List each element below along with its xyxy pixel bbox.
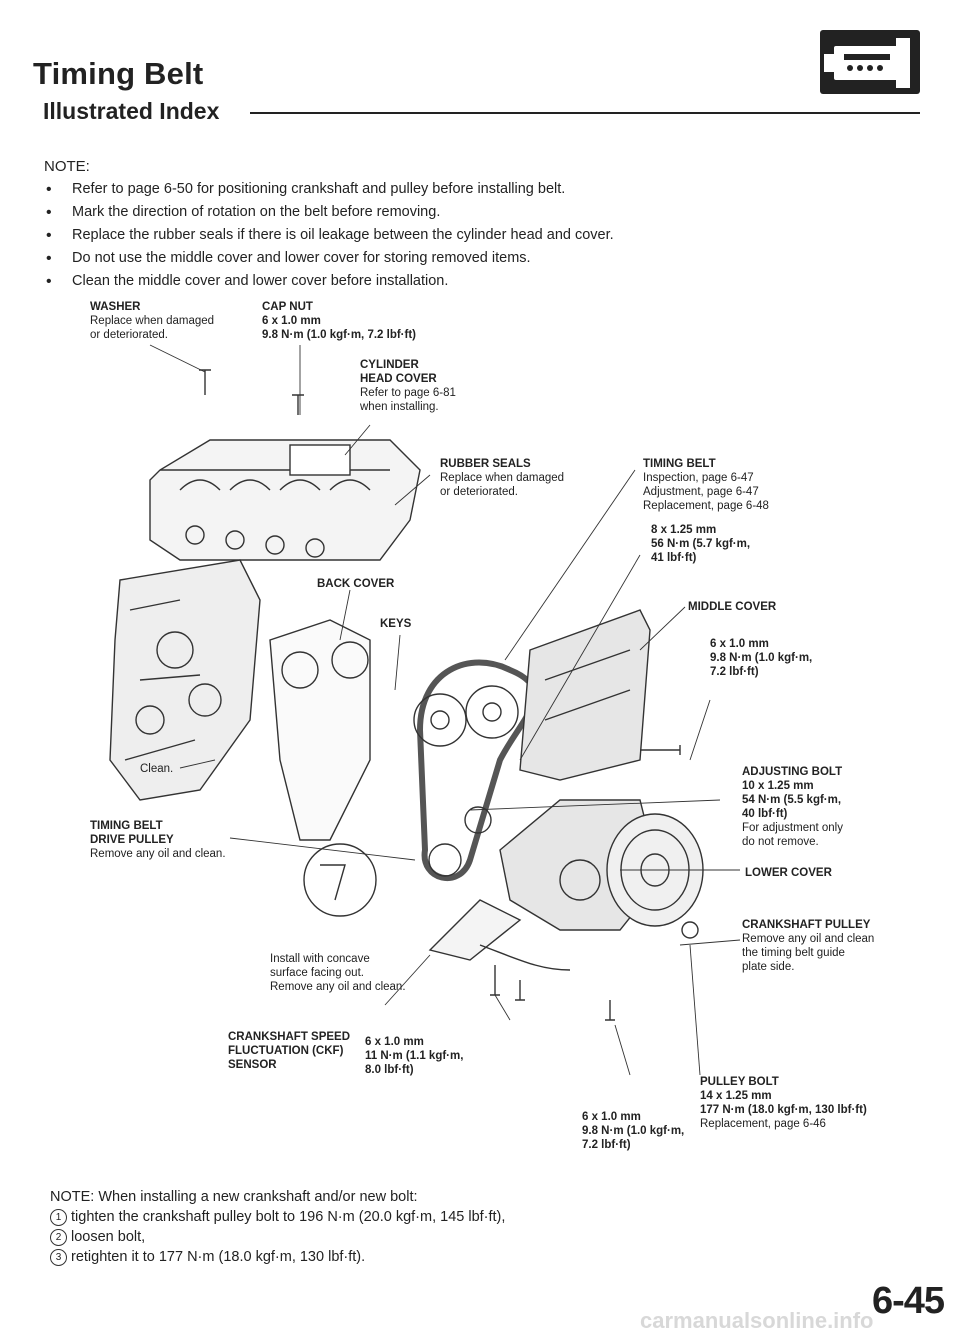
rubber-seals-label: RUBBER SEALS Replace when damaged or det…	[440, 458, 565, 498]
exploded-diagram	[109, 344, 741, 1076]
step-number-icon: 3	[50, 1249, 67, 1266]
bolt-6mm-middle-label: 6 x 1.0 mm 9.8 N·m (1.0 kgf·m, 7.2 lbf·f…	[710, 638, 813, 678]
watermark: carmanualsonline.info	[640, 1308, 874, 1333]
crankshaft-pulley-label: CRANKSHAFT PULLEY Remove any oil and cle…	[742, 919, 875, 973]
step-number-icon: 2	[50, 1229, 67, 1246]
note-item: Mark the direction of rotation on the be…	[44, 201, 614, 224]
drive-pulley-label: TIMING BELT DRIVE PULLEY Remove any oil …	[90, 820, 226, 860]
bolt-6mm-sensor-label: 6 x 1.0 mm 11 N·m (1.1 kgf·m, 8.0 lbf·ft…	[365, 1036, 464, 1076]
washer-label: WASHER Replace when damaged or deteriora…	[90, 301, 215, 341]
bottom-note-heading: NOTE: When installing a new crankshaft a…	[50, 1189, 418, 1205]
lower-cover-label: LOWER COVER	[745, 867, 832, 879]
step-number-icon: 1	[50, 1209, 67, 1226]
timing-belt-label: TIMING BELT Inspection, page 6-47 Adjust…	[643, 458, 769, 512]
page-title: Timing Belt	[33, 56, 204, 91]
install-concave-label: Install with concave surface facing out.…	[270, 953, 406, 993]
note-heading: NOTE:	[44, 158, 90, 175]
back-cover-label: BACK COVER	[317, 578, 395, 590]
note-item: Do not use the middle cover and lower co…	[44, 247, 614, 270]
page-subtitle: Illustrated Index	[43, 98, 220, 124]
keys-label: KEYS	[380, 618, 412, 630]
page-number: 6-45	[872, 1280, 945, 1322]
cylinder-head-cover-label: CYLINDER HEAD COVER Refer to page 6-81 w…	[360, 359, 456, 413]
pulley-bolt-label: PULLEY BOLT 14 x 1.25 mm 177 N·m (18.0 k…	[700, 1076, 867, 1130]
engine-icon	[820, 30, 920, 94]
bolt-8mm-label: 8 x 1.25 mm 56 N·m (5.7 kgf·m, 41 lbf·ft…	[651, 524, 751, 564]
note-item: Clean the middle cover and lower cover b…	[44, 270, 614, 293]
clean-label: Clean.	[140, 763, 174, 775]
note-item: Refer to page 6-50 for positioning crank…	[44, 178, 614, 201]
cap-nut-label: CAP NUT 6 x 1.0 mm 9.8 N·m (1.0 kgf·m, 7…	[262, 301, 416, 341]
note-item: Replace the rubber seals if there is oil…	[44, 224, 614, 247]
subtitle-rule	[250, 112, 920, 114]
bolt-6mm-lower-label: 6 x 1.0 mm 9.8 N·m (1.0 kgf·m, 7.2 lbf·f…	[582, 1111, 685, 1151]
ckf-sensor-label: CRANKSHAFT SPEED FLUCTUATION (CKF) SENSO…	[228, 1031, 351, 1071]
bottom-note: NOTE: When installing a new crankshaft a…	[50, 1187, 505, 1267]
middle-cover-label: MIDDLE COVER	[688, 601, 777, 613]
note-list: Refer to page 6-50 for positioning crank…	[44, 178, 614, 293]
adjusting-bolt-label: ADJUSTING BOLT 10 x 1.25 mm 54 N·m (5.5 …	[742, 766, 843, 848]
